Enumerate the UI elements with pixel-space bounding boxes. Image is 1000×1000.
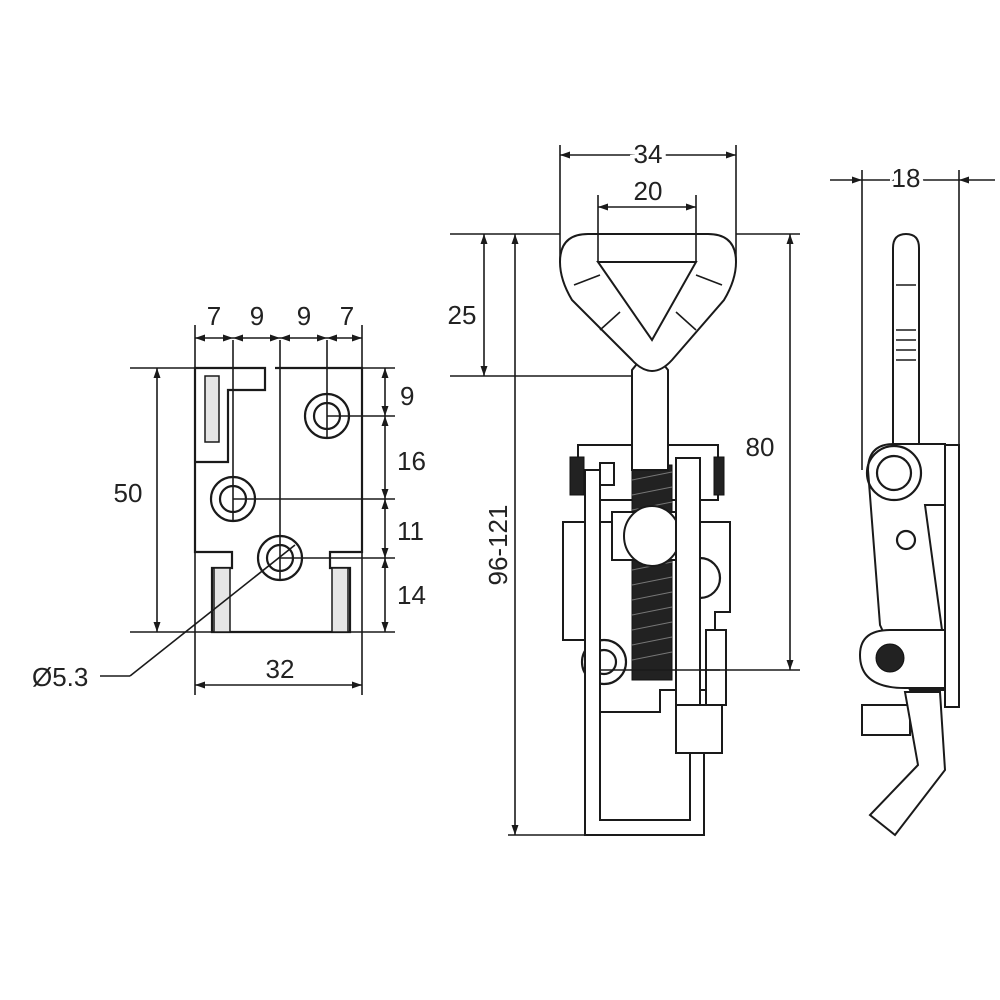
dim-height-50: 50 bbox=[114, 478, 143, 508]
dim-height-80: 80 bbox=[746, 432, 775, 462]
pivot-nut-right bbox=[713, 456, 725, 496]
latch-side-view: 18 bbox=[830, 159, 995, 837]
dim-width-34: 34 bbox=[634, 139, 663, 169]
side-handle bbox=[892, 232, 920, 449]
pivot-nut-left bbox=[569, 456, 585, 496]
catch-block bbox=[675, 704, 723, 754]
slot-left bbox=[213, 567, 231, 633]
threaded-rod bbox=[631, 464, 673, 681]
dim-width-20: 20 bbox=[634, 176, 663, 206]
side-rivet bbox=[895, 529, 917, 551]
side-lever-body bbox=[866, 443, 947, 691]
side-pivot-lower bbox=[875, 643, 905, 673]
side-mounting-plate bbox=[944, 444, 960, 708]
hinge-strip-left bbox=[204, 375, 220, 443]
triangular-loop bbox=[558, 233, 738, 372]
slot-right bbox=[331, 567, 349, 633]
dim-overall-96-121: 96-121 bbox=[483, 505, 513, 586]
dim-loop-25: 25 bbox=[448, 300, 477, 330]
dim-thickness-18: 18 bbox=[892, 163, 921, 193]
dim-top-7-left: 7 bbox=[207, 301, 221, 331]
dim-right-14: 14 bbox=[397, 580, 426, 610]
side-pivot-upper-inner bbox=[875, 454, 913, 492]
side-catch-block bbox=[861, 704, 911, 736]
dim-top-7-right: 7 bbox=[340, 301, 354, 331]
side-pivot-upper bbox=[865, 444, 923, 502]
dim-right-9: 9 bbox=[400, 381, 414, 411]
dim-top-9-left: 9 bbox=[250, 301, 264, 331]
dim-width-32: 32 bbox=[266, 654, 295, 684]
dim-hole-diameter: Ø5.3 bbox=[32, 662, 88, 692]
base-plate-view: 7 9 9 7 50 9 16 11 14 32 Ø5.3 bbox=[32, 301, 426, 695]
dim-right-16: 16 bbox=[397, 446, 426, 476]
dim-top-9-right: 9 bbox=[297, 301, 311, 331]
side-hook bbox=[868, 691, 947, 837]
dim-right-11: 11 bbox=[397, 516, 424, 546]
latch-front-view: 34 20 25 96-121 80 bbox=[448, 135, 800, 836]
front-hole-lower-left bbox=[580, 638, 628, 686]
